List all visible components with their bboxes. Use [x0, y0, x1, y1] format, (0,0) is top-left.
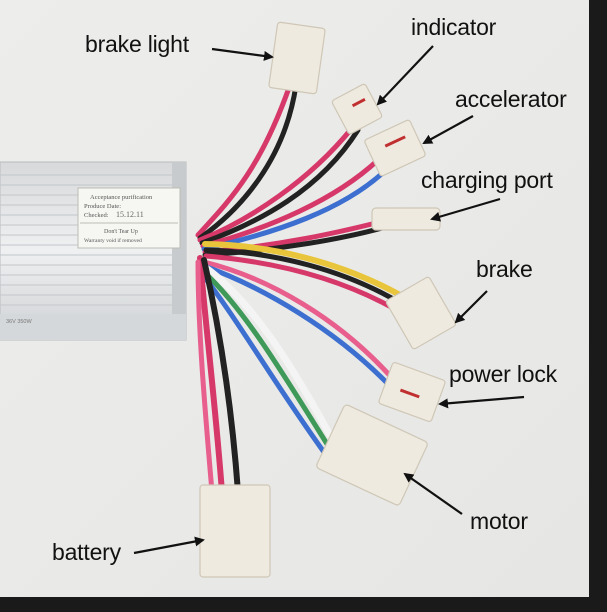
wire-battery-pink	[195, 259, 215, 495]
label-charging-port: charging port	[421, 167, 553, 193]
connector-charging-port	[371, 207, 441, 231]
frame-right	[589, 0, 607, 607]
wire-battery-red	[197, 255, 225, 495]
callout-arrows	[133, 45, 525, 555]
arrow-brake	[454, 290, 488, 324]
sticker-line1: Acceptance purification	[90, 194, 153, 201]
wire-indicator-red	[197, 125, 355, 243]
connector-battery	[199, 484, 271, 578]
controller-box: Acceptance purification Produce Date: Ch…	[0, 161, 187, 341]
arrow-accelerator	[422, 115, 474, 144]
wire-motor-blue	[199, 271, 329, 458]
wire-brake-light-red	[195, 82, 293, 238]
wire-power-lock-pink	[201, 259, 395, 381]
wire-power-lock-blue	[201, 263, 391, 387]
connector-accelerator	[364, 119, 426, 177]
connector-indicator	[331, 83, 383, 135]
label-battery: battery	[52, 539, 121, 565]
label-brake-light: brake light	[85, 31, 189, 57]
sticker-line2: Produce Date:	[84, 203, 121, 210]
arrow-charging-port	[430, 197, 501, 222]
controller-model: 36V 350W	[6, 319, 32, 325]
arrow-motor	[403, 472, 463, 515]
wire-brake-light-black	[197, 82, 299, 241]
frame-bottom	[0, 597, 607, 607]
sticker-warning1: Don't Tear Up	[104, 229, 138, 235]
wire-harness	[195, 82, 405, 495]
connector-brake	[385, 276, 457, 350]
label-motor: motor	[470, 508, 528, 534]
connectors	[199, 21, 457, 578]
sticker-line3: Checked:	[84, 212, 109, 219]
arrow-indicator	[376, 45, 434, 106]
wire-motor-green	[201, 269, 335, 455]
wire-motor-white	[202, 264, 342, 454]
arrow-battery	[133, 536, 205, 555]
wire-brake-yellow	[202, 241, 403, 298]
sticker-stamp: 15.12.11	[116, 210, 144, 219]
wire-indicator-black	[199, 127, 361, 246]
wire-battery-black	[201, 257, 241, 495]
connector-brake-light	[268, 21, 326, 95]
wire-brake-red	[203, 253, 403, 315]
arrow-power-lock	[438, 395, 525, 409]
sticker-warning2: Warranty void if removed	[84, 237, 142, 244]
label-indicator: indicator	[411, 14, 497, 40]
wire-brake-black	[203, 247, 405, 307]
label-power-lock: power lock	[449, 361, 557, 387]
label-accelerator: accelerator	[455, 86, 567, 112]
arrow-brake-light	[211, 47, 274, 61]
wire-accel-red	[200, 157, 381, 249]
controller-sticker	[77, 187, 181, 249]
label-brake: brake	[476, 256, 533, 282]
